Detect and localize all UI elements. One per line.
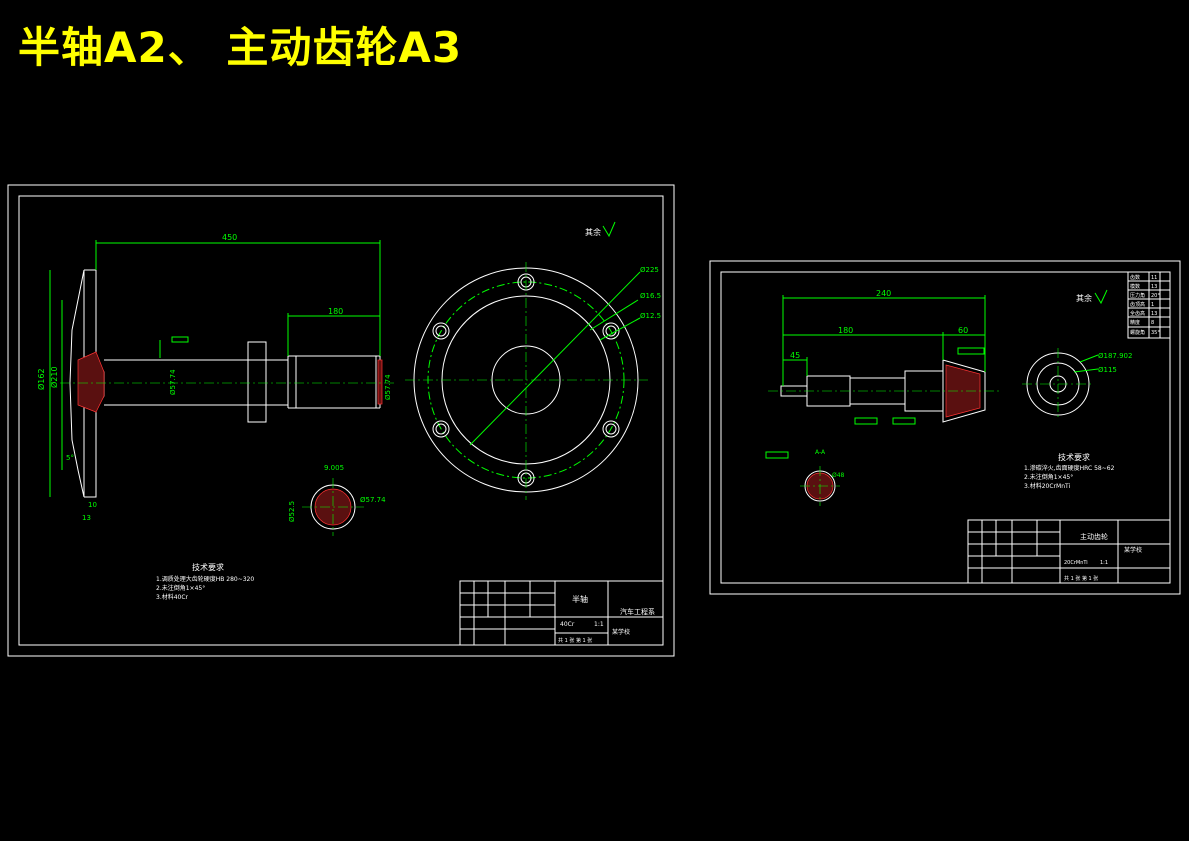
dim-spline-dia: Ø57.74 [384, 374, 392, 400]
dim-section-dia-2: Ø52.5 [288, 501, 296, 522]
title-block-material: 20CrMnTi [1064, 560, 1088, 566]
dim-gear-big: Ø187.902 [1098, 352, 1132, 360]
tech-note-2: 2.未注倒角1×45° [156, 584, 205, 592]
tech-note-2: 2.未注倒角1×45° [1024, 473, 1073, 481]
dim-flange-dia-2: Ø210 [49, 366, 59, 388]
dim-section-dia: Ø48 [832, 472, 845, 479]
param-name-7: 螺旋角 [1130, 329, 1145, 336]
dim-flange-thick: 10 [88, 501, 97, 509]
spline-section: 9.005 Ø57.74 Ø52.5 [288, 464, 386, 536]
gear-end-view: Ø187.902 Ø115 [1022, 348, 1132, 420]
param-name-2: 模数 [1130, 283, 1140, 290]
dim-section-width: 9.005 [324, 464, 344, 472]
drawing-sheet-1[interactable]: 其余 450 [7, 184, 675, 657]
dim-angle: 5° [66, 454, 74, 462]
param-name-5: 全齿高 [1130, 310, 1145, 317]
param-name-3: 压力角 [1130, 292, 1145, 299]
param-value-6: 8 [1151, 320, 1154, 326]
param-value-7: 35° [1151, 330, 1160, 336]
title-block-school: 某学校 [612, 628, 630, 636]
sheet2-tech-notes: 技术要求 1.渗碳淬火,齿面硬度HRC 58~62 2.未注倒角1×45° 3.… [1024, 452, 1115, 490]
shaft-body [60, 341, 395, 423]
title-block-part: 主动齿轮 [1080, 532, 1108, 541]
dim-bolt-hole: Ø16.5 [640, 292, 661, 300]
sheet2-roughness-label: 其余 [1076, 293, 1092, 303]
sheet1-dimensions: 450 180 Ø162 Ø210 Ø57.74 Ø57.74 10 13 5° [36, 233, 392, 522]
sheet1-title-block: 半轴 汽车工程系 某学校 共 1 张 第 1 张 40Cr 1:1 [459, 580, 664, 646]
tech-notes-title: 技术要求 [192, 562, 224, 572]
dim-gear-total: 240 [876, 289, 891, 298]
dim-gear-small: Ø115 [1098, 366, 1117, 374]
param-value-3: 20° [1151, 293, 1160, 299]
dim-shaft-dia: Ø57.74 [169, 369, 177, 395]
dim-flange-thick-2: 13 [82, 514, 91, 522]
roughness-icon [1094, 289, 1108, 305]
dim-gear-a: 180 [838, 326, 853, 335]
title-block-dept: 汽车工程系 [620, 607, 655, 616]
param-value-4: 1 [1151, 302, 1154, 308]
drawing-sheet-2[interactable]: 齿数 11 模数 13 压力角 20° 齿顶高 1 全齿高 13 精度 8 螺旋… [709, 260, 1181, 595]
dim-flange-dia: Ø162 [36, 368, 46, 390]
tech-note-3: 3.材料40Cr [156, 593, 189, 601]
dim-spline-length: 180 [328, 307, 343, 316]
shaft-flange [69, 269, 105, 498]
title-block-scale: 1:1 [594, 621, 604, 628]
param-name-1: 齿数 [1130, 274, 1140, 281]
title-block-sheet: 共 1 张 第 1 张 [1064, 575, 1098, 582]
roughness-icon [602, 221, 616, 238]
title-block-sheet: 共 1 张 第 1 张 [558, 637, 592, 644]
sheet2-title-block: 主动齿轮 某学校 共 1 张 第 1 张 20CrMnTi 1:1 [967, 519, 1171, 584]
sheet1-inner-frame [18, 195, 664, 646]
param-value-2: 13 [1151, 284, 1157, 290]
flange-face-view: Ø225 Ø16.5 Ø12.5 [405, 262, 661, 500]
param-value-5: 13 [1151, 311, 1157, 317]
title-block-scale: 1:1 [1100, 560, 1108, 566]
dim-gear-b: 60 [958, 326, 968, 335]
tech-note-3: 3.材料20CrMnTi [1024, 482, 1070, 490]
tech-note-1: 1.渗碳淬火,齿面硬度HRC 58~62 [1024, 464, 1115, 472]
sheet1-outer-frame [7, 184, 675, 657]
sheet2-dimensions: 240 180 60 45 [782, 289, 986, 425]
section-label: A-A [815, 449, 826, 456]
dim-gear-c: 45 [790, 351, 800, 360]
title-block-school: 某学校 [1124, 546, 1142, 554]
gear-section-aa: A-A Ø48 [765, 449, 845, 506]
page-title: 半轴A2、 主动齿轮A3 [18, 23, 463, 72]
tech-notes-title: 技术要求 [1058, 452, 1090, 462]
title-block-part: 半轴 [572, 594, 588, 604]
param-value-1: 11 [1151, 275, 1157, 281]
dim-total-length: 450 [222, 233, 237, 242]
dim-bolt-hole-2: Ø12.5 [640, 312, 661, 320]
sheet1-roughness-label: 其余 [585, 227, 601, 237]
param-name-6: 精度 [1130, 319, 1140, 326]
sheet2-outer-frame [709, 260, 1181, 595]
sheet2-inner-frame [720, 271, 1171, 584]
tech-note-1: 1.调质处理大齿轮硬度HB 280~320 [156, 575, 254, 583]
sheet1-tech-notes: 技术要求 1.调质处理大齿轮硬度HB 280~320 2.未注倒角1×45° 3… [156, 562, 254, 601]
param-name-4: 齿顶高 [1130, 301, 1145, 308]
gear-parameter-table: 齿数 11 模数 13 压力角 20° 齿顶高 1 全齿高 13 精度 8 螺旋… [1127, 271, 1171, 339]
dim-section-dia: Ø57.74 [360, 496, 386, 504]
dim-bolt-circle: Ø225 [640, 266, 659, 274]
title-block-material: 40Cr [560, 621, 575, 628]
gear-shaft-profile [768, 359, 1000, 423]
